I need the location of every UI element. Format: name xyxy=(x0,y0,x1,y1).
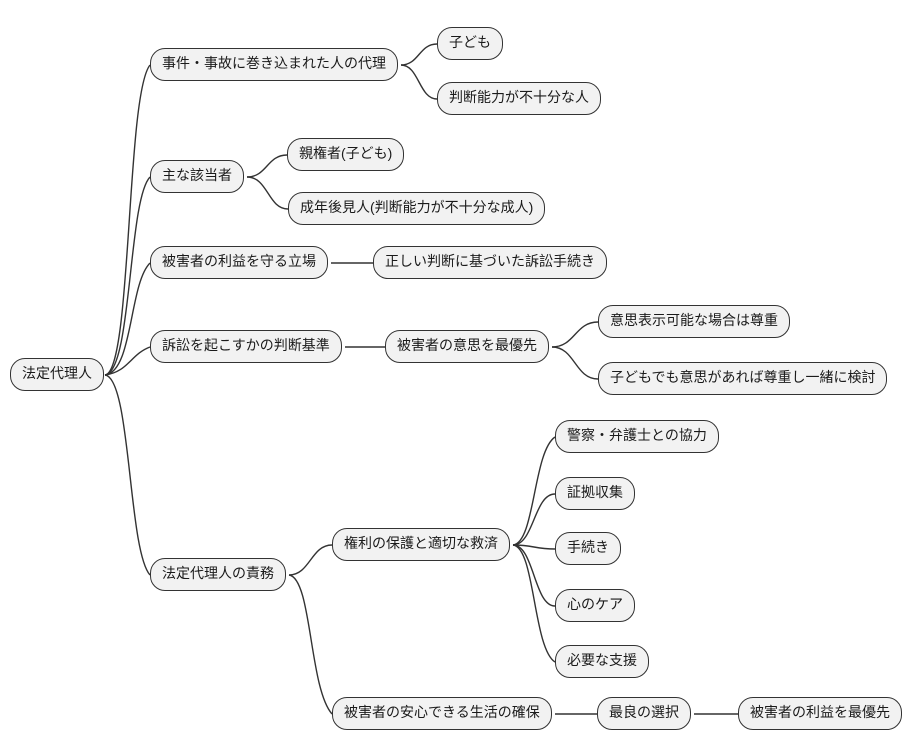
node-insufficient-judgment: 判断能力が不十分な人 xyxy=(437,82,601,115)
edge-n5a-n5a1 xyxy=(512,436,556,546)
edge-n4a-n4a1 xyxy=(551,321,599,348)
node-lawsuit-criteria: 訴訟を起こすかの判断基準 xyxy=(150,330,342,363)
node-necessary-support: 必要な支援 xyxy=(555,645,649,678)
node-rights-protection: 権利の保護と適切な救済 xyxy=(332,528,510,561)
node-respect-child-will: 子どもでも意思があれば尊重し一緒に検討 xyxy=(598,362,888,395)
edge-n2-n2a xyxy=(246,154,288,178)
edge-n5a-n5a5 xyxy=(512,544,556,663)
edge-n2-n2b xyxy=(246,176,289,210)
node-secure-safe-life: 被害者の安心できる生活の確保 xyxy=(332,697,552,730)
node-victim-will-priority: 被害者の意思を最優先 xyxy=(385,330,549,363)
edge-root-n2 xyxy=(104,176,151,376)
edge-n5a-n5a3 xyxy=(512,544,556,550)
node-incident-representation: 事件・事故に巻き込まれた人の代理 xyxy=(150,48,398,81)
edge-n5-n5b xyxy=(288,574,333,715)
node-mental-care: 心のケア xyxy=(555,589,635,622)
node-correct-judgment-procedure: 正しい判断に基づいた訴訟手続き xyxy=(373,246,607,279)
node-protect-interests: 被害者の利益を守る立場 xyxy=(150,246,328,279)
edge-n1-n1b xyxy=(400,64,438,100)
node-main-applicable: 主な該当者 xyxy=(150,160,244,193)
node-victim-interest-priority: 被害者の利益を最優先 xyxy=(738,697,902,730)
node-procedures: 手続き xyxy=(555,532,621,565)
edge-root-n3 xyxy=(104,262,151,376)
node-adult-guardian: 成年後見人(判断能力が不十分な成人) xyxy=(288,192,546,225)
edge-n4a-n4a2 xyxy=(551,346,599,380)
node-parental-authority: 親権者(子ども) xyxy=(287,138,405,171)
edge-n1-n1a xyxy=(400,43,438,66)
node-representative-duties: 法定代理人の責務 xyxy=(150,558,286,591)
node-best-choice: 最良の選択 xyxy=(597,697,691,730)
edge-n5-n5a xyxy=(288,544,333,576)
node-evidence-collection: 証拠収集 xyxy=(555,477,635,510)
node-police-lawyer-cooperation: 警察・弁護士との協力 xyxy=(555,420,719,453)
node-respect-expression: 意思表示可能な場合は尊重 xyxy=(598,305,790,338)
node-children: 子ども xyxy=(437,27,503,60)
node-root: 法定代理人 xyxy=(10,358,104,391)
edge-n5a-n5a2 xyxy=(512,493,556,546)
edge-root-n5 xyxy=(104,374,151,576)
edge-root-n4 xyxy=(104,346,151,376)
edge-n5a-n5a4 xyxy=(512,544,556,607)
edge-root-n1 xyxy=(104,64,151,376)
